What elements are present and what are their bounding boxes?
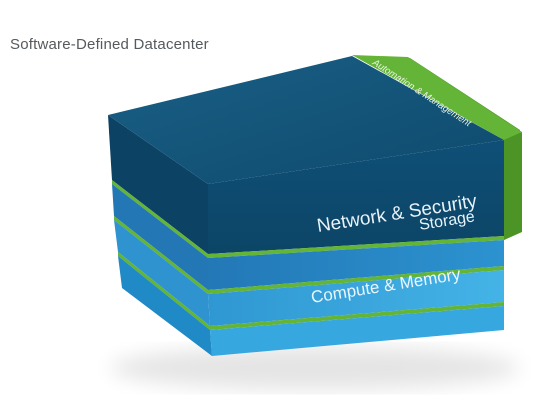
network-side-face xyxy=(108,115,208,254)
compute-side-face xyxy=(114,220,210,326)
automation-band-top xyxy=(352,55,522,140)
divider-side-1 xyxy=(112,180,208,258)
divider-side-3 xyxy=(118,252,210,330)
base-side-face xyxy=(118,256,212,356)
divider-front-3 xyxy=(210,302,504,330)
storage-front-face xyxy=(208,240,504,290)
network-front-face xyxy=(208,140,504,254)
compute-front-face xyxy=(208,270,504,326)
floor-shadow xyxy=(110,346,520,390)
storage-side-face xyxy=(112,184,208,290)
network-top-face xyxy=(108,56,504,184)
page-title: Software-Defined Datacenter xyxy=(10,36,209,53)
base-front-face xyxy=(210,306,504,356)
divider-front-2 xyxy=(208,266,504,294)
automation-band-front xyxy=(504,132,522,240)
divider-side-2 xyxy=(114,216,208,294)
divider-front-1 xyxy=(208,236,504,258)
